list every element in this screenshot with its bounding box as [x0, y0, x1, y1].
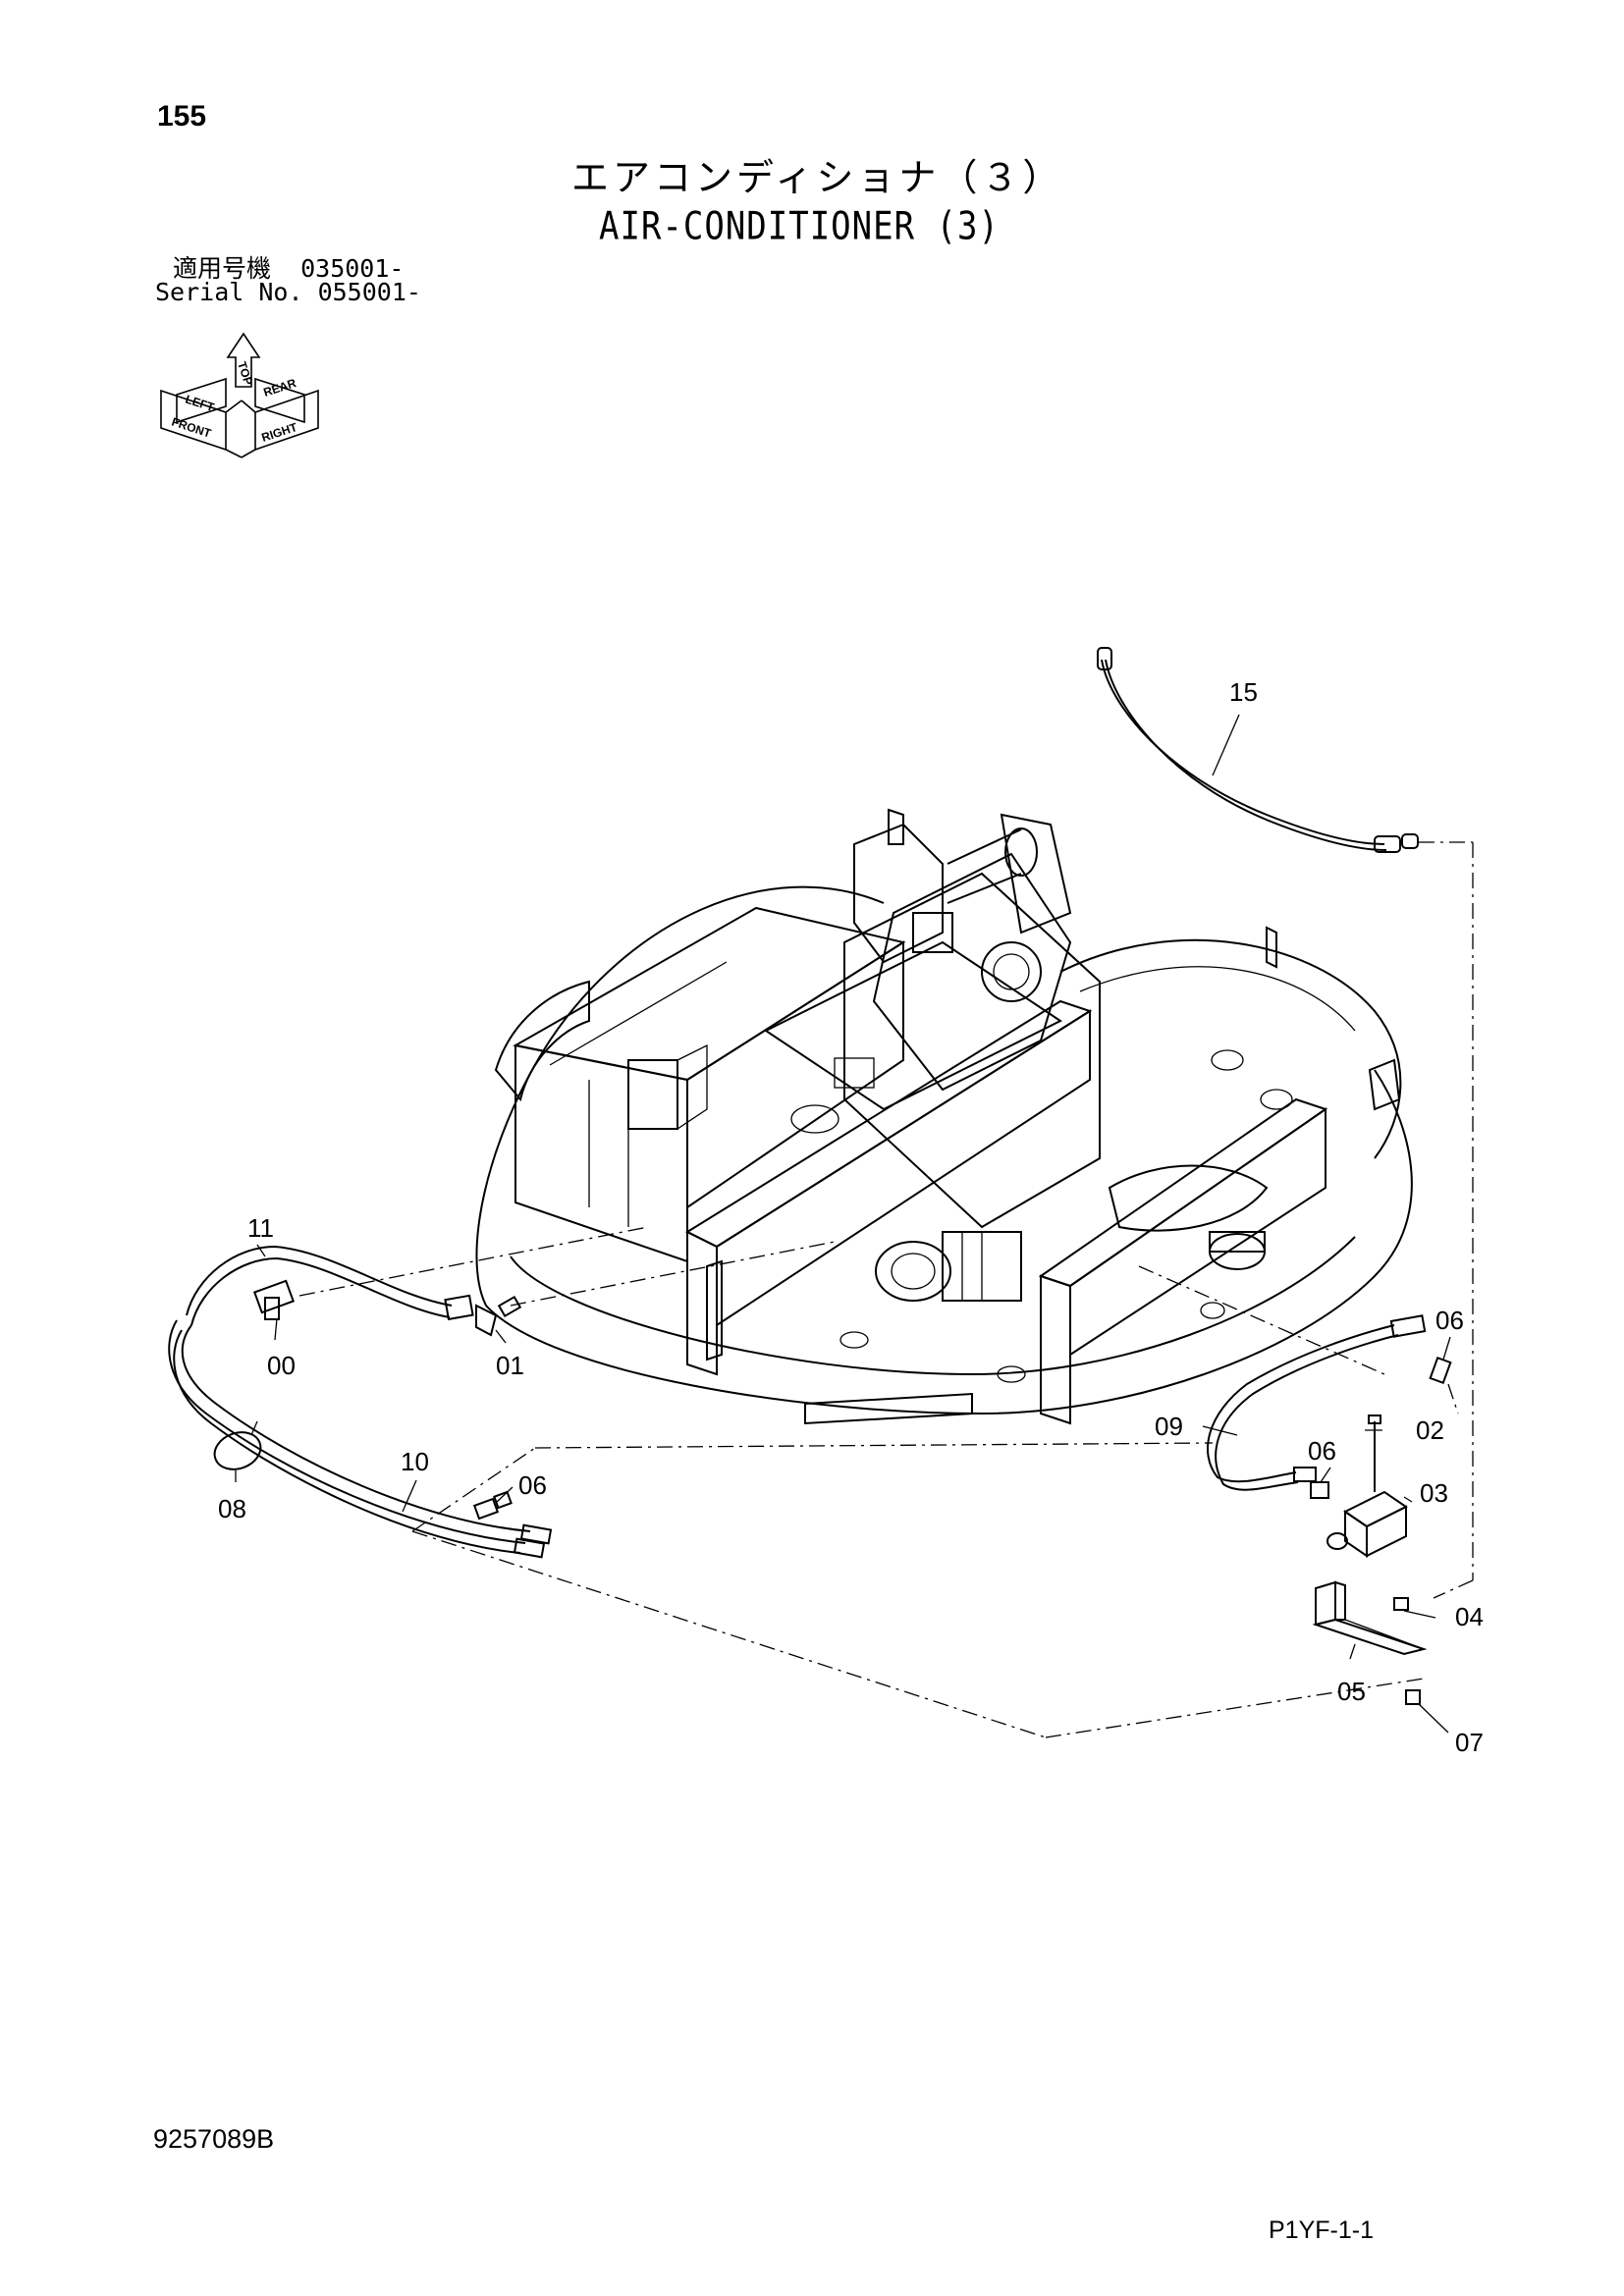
- page-number: 155: [157, 100, 207, 133]
- callout-06-left: 06: [518, 1470, 547, 1500]
- callout-06-right: 06: [1435, 1306, 1464, 1335]
- hose-15: [1097, 647, 1419, 853]
- callout-10: 10: [401, 1447, 429, 1476]
- callout-labels: 00 01 02 03 04 05 06 06 06 07 08 09 10 1…: [218, 677, 1484, 1757]
- fitting-06-right: [1429, 1356, 1452, 1385]
- callout-11: 11: [247, 1213, 274, 1243]
- callout-04: 04: [1455, 1602, 1484, 1631]
- callout-15: 15: [1229, 677, 1258, 707]
- callout-03: 03: [1420, 1478, 1448, 1508]
- bracket-05: [1312, 1580, 1428, 1656]
- title-english: AIR-CONDITIONER (3): [599, 204, 1000, 249]
- bolt-04: [1393, 1597, 1409, 1611]
- clip-08: [213, 1420, 262, 1470]
- callout-06-mid: 06: [1308, 1436, 1336, 1466]
- callout-05: 05: [1337, 1677, 1366, 1706]
- page-code: P1YF-1-1: [1269, 2216, 1374, 2244]
- serial-number-japanese: 適用号機 035001-: [173, 254, 405, 283]
- callout-09: 09: [1155, 1412, 1183, 1441]
- fitting-06-left: [472, 1490, 513, 1521]
- drawing-code: 9257089B: [153, 2124, 275, 2154]
- title-japanese: エアコンディショナ（３）: [571, 156, 1064, 199]
- serial-number-english: Serial No. 055001-: [155, 278, 421, 306]
- pump-motor-drawing: [875, 1231, 1022, 1302]
- dashed-connection-lines: [298, 841, 1474, 1738]
- bolt-07: [1405, 1689, 1421, 1705]
- orientation-symbol-icon: FRONT RIGHT TOP LEFT REAR: [160, 332, 319, 458]
- callout-00: 00: [267, 1351, 296, 1380]
- callout-01: 01: [496, 1351, 524, 1380]
- hose-10: [168, 1319, 553, 1559]
- hose-11: [186, 1245, 474, 1326]
- bolt-02: [1368, 1415, 1381, 1492]
- upper-frame-drawing: [475, 808, 1413, 1425]
- fitting-06-mid: [1310, 1481, 1329, 1499]
- leader-lines: [235, 714, 1451, 1734]
- valve-block-03: [1326, 1490, 1408, 1558]
- tee-fitting-00: [252, 1279, 296, 1320]
- callout-07: 07: [1455, 1728, 1484, 1757]
- callout-02: 02: [1416, 1415, 1444, 1445]
- elbow-fitting-01: [475, 1295, 522, 1337]
- callout-08: 08: [218, 1494, 246, 1523]
